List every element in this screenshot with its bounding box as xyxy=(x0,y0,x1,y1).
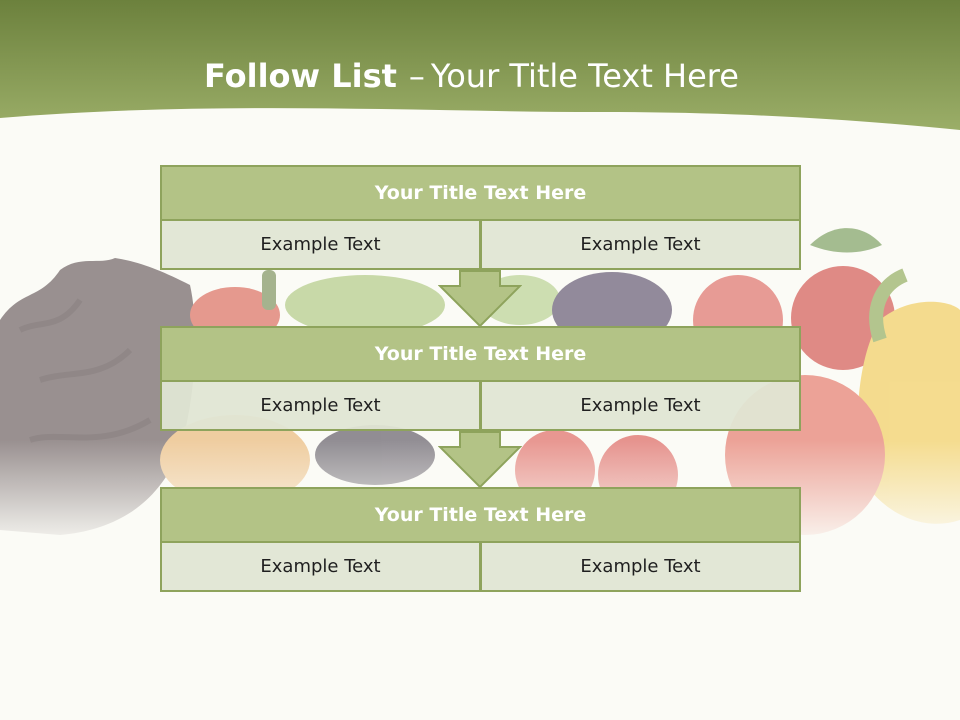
list-box-3: Your Title Text Here Example Text Exampl… xyxy=(160,487,801,592)
down-arrow-icon xyxy=(438,270,522,328)
box-row: Example Text Example Text xyxy=(160,221,801,270)
box-cell-left: Example Text xyxy=(160,221,481,270)
down-arrow-icon xyxy=(438,431,522,489)
box-cell-right: Example Text xyxy=(481,543,801,592)
header-band xyxy=(0,0,960,130)
box-title: Your Title Text Here xyxy=(160,326,801,382)
list-box-1: Your Title Text Here Example Text Exampl… xyxy=(160,165,801,270)
slide-title: Follow List–Your Title Text Here xyxy=(0,56,943,96)
box-cell-right: Example Text xyxy=(481,382,801,431)
box-row: Example Text Example Text xyxy=(160,543,801,592)
title-dash: – xyxy=(408,57,425,95)
box-cell-right: Example Text xyxy=(481,221,801,270)
box-cell-left: Example Text xyxy=(160,382,481,431)
title-bold-part: Follow List xyxy=(204,57,397,95)
box-title: Your Title Text Here xyxy=(160,165,801,221)
box-row: Example Text Example Text xyxy=(160,382,801,431)
box-title: Your Title Text Here xyxy=(160,487,801,543)
list-box-2: Your Title Text Here Example Text Exampl… xyxy=(160,326,801,431)
box-cell-left: Example Text xyxy=(160,543,481,592)
title-rest: Your Title Text Here xyxy=(430,57,739,95)
